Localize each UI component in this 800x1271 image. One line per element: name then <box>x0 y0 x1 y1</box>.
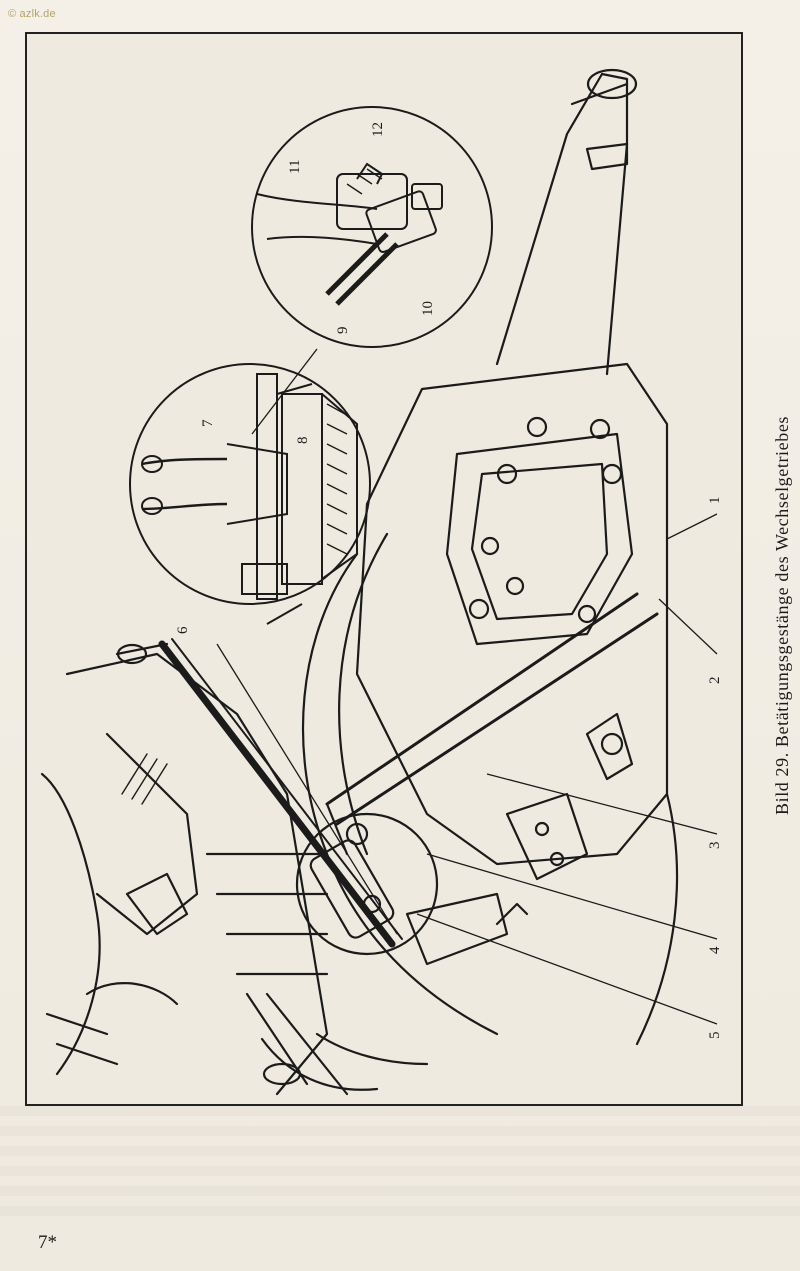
callout-2: 2 <box>707 677 723 685</box>
detail-circle-upper <box>251 106 493 348</box>
page-number: 7* <box>38 1232 57 1253</box>
callout-7: 7 <box>200 419 216 427</box>
detail-circle-middle <box>129 363 371 625</box>
callout-6: 6 <box>175 626 191 634</box>
callout-4: 4 <box>707 946 723 954</box>
callout-9: 9 <box>335 327 351 335</box>
callout-11: 11 <box>287 160 303 174</box>
callout-3: 3 <box>707 842 723 850</box>
bleed-through-text-area <box>0 1106 800 1226</box>
watermark-text: © azlk.de <box>8 8 56 20</box>
gearbox-linkage-illustration: 1 2 3 4 5 6 7 8 9 10 11 12 <box>40 68 723 1096</box>
callout-1: 1 <box>707 497 723 505</box>
callout-12: 12 <box>370 122 386 137</box>
figure-frame: 1 2 3 4 5 6 7 8 9 10 11 12 <box>25 32 743 1106</box>
gearbox-housing <box>355 362 669 866</box>
callout-5: 5 <box>707 1032 723 1040</box>
callout-8: 8 <box>295 437 311 445</box>
figure-caption: Bild 29. Betätigungsgestänge des Wechsel… <box>772 415 792 815</box>
callout-10: 10 <box>420 301 436 316</box>
gearbox-tail <box>495 72 629 376</box>
